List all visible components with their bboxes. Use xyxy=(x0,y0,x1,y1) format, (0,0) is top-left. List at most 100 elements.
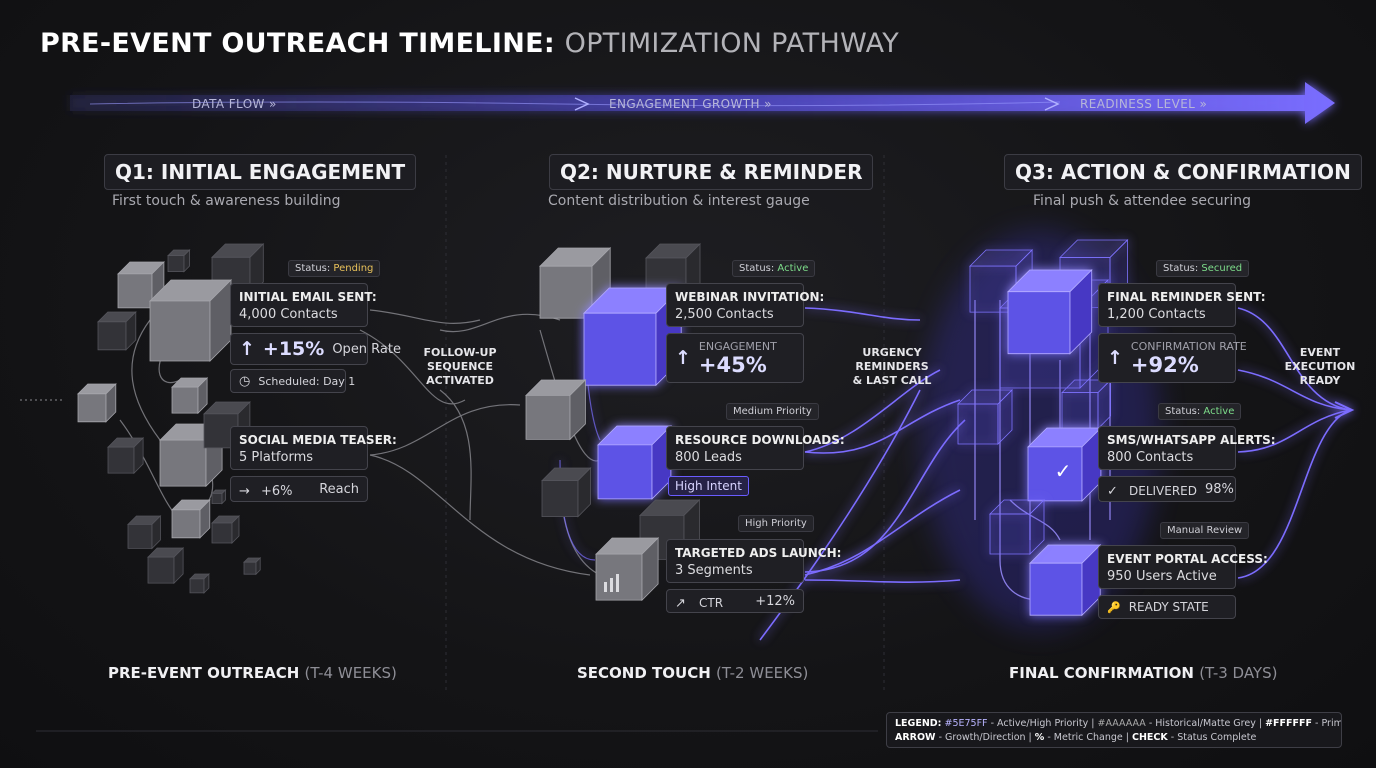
metric-confirmation-rate: ↑ CONFIRMATION RATE +92% xyxy=(1098,333,1247,383)
followup-label: FOLLOW-UP SEQUENCE ACTIVATED xyxy=(418,346,502,388)
metric-value: +15% xyxy=(262,338,325,360)
phase-title-q3: Q3: ACTION & CONFIRMATION xyxy=(1004,154,1362,190)
key-icon: 🔑 xyxy=(1107,600,1121,614)
card-title: WEBINAR INVITATION: xyxy=(675,290,825,304)
status-key: Status: xyxy=(1165,406,1201,417)
q1-cube-14 xyxy=(189,573,210,594)
status-badge-q1: Status: Pending xyxy=(288,260,381,277)
q1-cube-10 xyxy=(127,515,162,550)
metric-caption: ENGAGEMENT xyxy=(698,339,777,353)
status-badge-q3: Status: Secured xyxy=(1156,260,1250,277)
metric-label: Open Rate xyxy=(332,341,401,357)
metric-value: +45% xyxy=(698,352,767,377)
page-title: PRE-EVENT OUTREACH TIMELINE: OPTIMIZATIO… xyxy=(40,28,899,59)
q1-cube-13 xyxy=(147,547,185,585)
q1-cube-9 xyxy=(171,377,209,415)
status-value: Secured xyxy=(1201,263,1243,274)
metric-value: +6% xyxy=(261,483,293,499)
metric-reach: → +6% Reach xyxy=(230,476,368,502)
metric-open-rate: ↑ +15% Open Rate xyxy=(230,333,401,365)
q3-cube-7 xyxy=(1029,544,1102,617)
metric-ctr: ↗ CTR +12% xyxy=(666,589,804,613)
legend-text-1: - Active/High Priority | xyxy=(990,718,1095,729)
card-subtitle: 950 Users Active xyxy=(1107,569,1217,584)
phase-subtitle-q2: Content distribution & interest gauge xyxy=(548,193,810,209)
card-targeted-ads: TARGETED ADS LAUNCH: 3 Segments xyxy=(666,539,842,583)
q1-cube-12 xyxy=(211,515,240,544)
metric-caption: CONFIRMATION RATE xyxy=(1130,339,1247,353)
phase-title-q1: Q1: INITIAL ENGAGEMENT xyxy=(104,154,417,190)
legend-check-key: CHECK xyxy=(1132,732,1168,743)
legend-text-3: - Primary Labels xyxy=(1315,718,1342,729)
q1-cube-11 xyxy=(171,499,211,539)
up-arrow-icon: ↑ xyxy=(675,347,691,369)
status-value: Active xyxy=(1203,406,1235,417)
footer-main: PRE-EVENT OUTREACH xyxy=(108,664,300,682)
q3-cube-8 xyxy=(989,499,1045,555)
top-flow-arrow xyxy=(70,82,1335,124)
legend-color-grey: #AAAAAA xyxy=(1097,718,1146,729)
q1-cube-16 xyxy=(211,489,227,505)
metric-label: CTR xyxy=(699,595,724,610)
manual-review-badge: Manual Review xyxy=(1160,522,1250,539)
card-title: TARGETED ADS LAUNCH: xyxy=(675,546,842,560)
execution-line-3: READY xyxy=(1299,374,1341,387)
footer-label-q1: PRE-EVENT OUTREACH (T-4 WEEKS) xyxy=(108,664,397,682)
footer-dim: (T-3 DAYS) xyxy=(1199,664,1278,682)
flow-label-data: DATA FLOW » xyxy=(192,97,277,111)
card-social-teaser: SOCIAL MEDIA TEASER: 5 Platforms xyxy=(230,426,397,470)
up-arrow-icon: ↑ xyxy=(1107,347,1123,369)
check-icon: ✓ xyxy=(1107,483,1118,499)
card-sms-alerts: SMS/WHATSAPP ALERTS: 800 Contacts xyxy=(1098,426,1276,470)
page-title-main: PRE-EVENT OUTREACH TIMELINE: xyxy=(40,28,555,59)
page-title-sub: OPTIMIZATION PATHWAY xyxy=(564,28,900,59)
card-subtitle: 800 Contacts xyxy=(1107,450,1194,465)
card-title: SMS/WHATSAPP ALERTS: xyxy=(1107,433,1276,447)
followup-line-1: FOLLOW-UP xyxy=(423,346,497,359)
check-icon: ✓ xyxy=(1055,459,1072,483)
q3-cube-6 xyxy=(1027,427,1102,502)
card-event-portal: EVENT PORTAL ACCESS: 950 Users Active xyxy=(1098,545,1268,589)
q1-cube-6 xyxy=(107,437,145,475)
footer-dim: (T-4 WEEKS) xyxy=(304,664,397,682)
card-subtitle: 5 Platforms xyxy=(239,450,314,465)
q2-cube-2 xyxy=(583,287,683,387)
metric-label: DELIVERED xyxy=(1129,483,1197,498)
q3-cube-4 xyxy=(957,389,1013,445)
card-webinar-invitation: WEBINAR INVITATION: 2,500 Contacts xyxy=(666,283,825,327)
q1-cube-1 xyxy=(167,249,191,273)
card-resource-downloads: RESOURCE DOWNLOADS: 800 Leads xyxy=(666,426,845,470)
up-arrow-icon: ↑ xyxy=(239,338,255,360)
metric-ready-state: 🔑 READY STATE xyxy=(1098,595,1236,619)
legend-text-2: - Historical/Matte Grey | xyxy=(1148,718,1263,729)
card-title: INITIAL EMAIL SENT: xyxy=(239,290,377,304)
card-title: FINAL REMINDER SENT: xyxy=(1107,290,1266,304)
metric-engagement: ↑ ENGAGEMENT +45% xyxy=(666,333,804,383)
legend-arrow-text: - Growth/Direction | xyxy=(938,732,1032,743)
execution-line-2: EXECUTION xyxy=(1284,360,1356,373)
scheduled-label: Scheduled: Day 1 xyxy=(258,374,356,388)
q2-cube-7 xyxy=(595,537,660,602)
footer-label-q3: FINAL CONFIRMATION (T-3 DAYS) xyxy=(1009,664,1277,682)
q3-cube-3 xyxy=(1007,269,1093,355)
q1-cube-4 xyxy=(97,311,137,351)
footer-label-q2: SECOND TOUCH (T-2 WEEKS) xyxy=(577,664,808,682)
legend-color-white: #FFFFFF xyxy=(1265,718,1312,729)
urgency-line-1: URGENCY xyxy=(862,346,922,359)
q2-cube-4 xyxy=(597,425,672,500)
card-title: RESOURCE DOWNLOADS: xyxy=(675,433,845,447)
legend-check-text: - Status Complete xyxy=(1170,732,1257,743)
status-value: Pending xyxy=(333,263,374,274)
metric-label: Reach xyxy=(319,481,359,497)
status-badge-q3-alerts: Status: Active xyxy=(1158,403,1242,420)
card-title: EVENT PORTAL ACCESS: xyxy=(1107,552,1268,566)
legend-pct-key: % xyxy=(1034,732,1045,743)
card-subtitle: 3 Segments xyxy=(675,563,753,578)
card-subtitle: 800 Leads xyxy=(675,450,742,465)
legend-key: LEGEND: xyxy=(895,718,942,729)
phase-subtitle-q1: First touch & awareness building xyxy=(112,193,341,209)
legend-box: LEGEND: #5E75FF - Active/High Priority |… xyxy=(886,712,1342,748)
q1-cube-5 xyxy=(77,383,117,423)
execution-line-1: EVENT xyxy=(1299,346,1341,359)
